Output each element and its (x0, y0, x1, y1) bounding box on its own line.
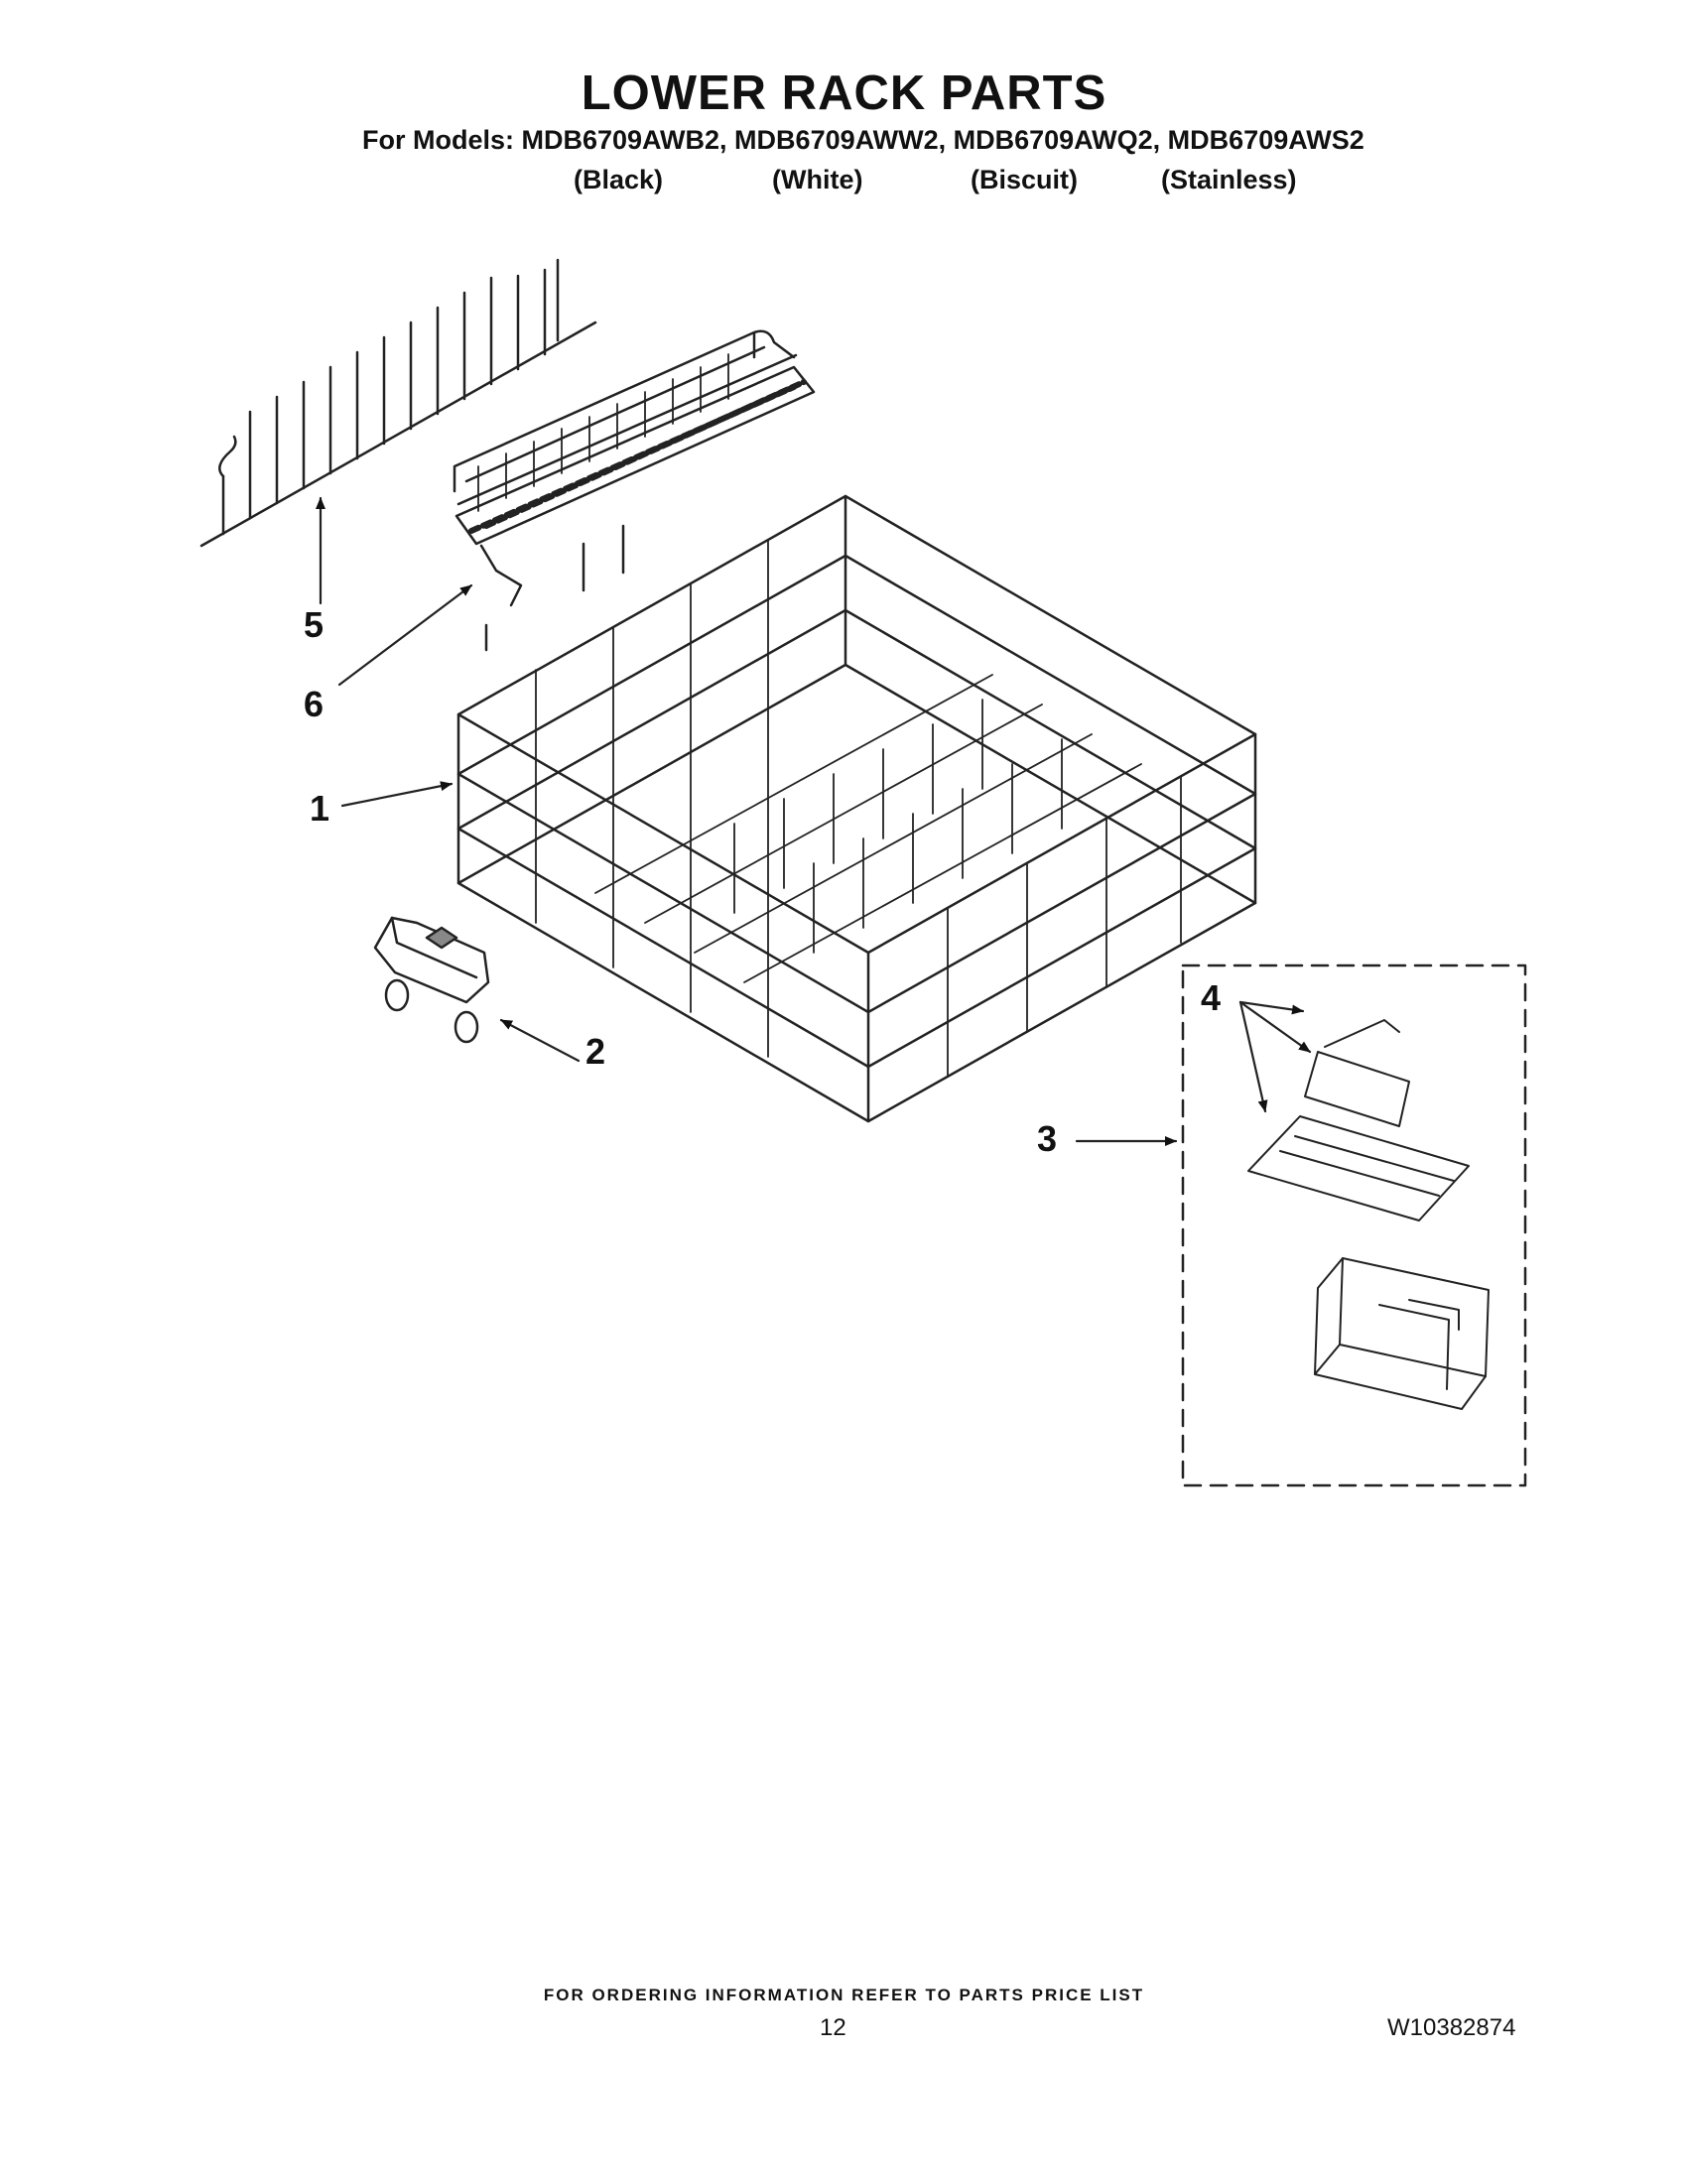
finish-black: (Black) (574, 165, 664, 194)
part-6-folding-tine-rack (453, 329, 816, 652)
finish-biscuit: (Biscuit) (971, 165, 1078, 194)
callout-3: 3 (1037, 1118, 1058, 1159)
part-4-basket-covers (1247, 1019, 1490, 1410)
document-number: W10382874 (1387, 2014, 1516, 2041)
callout-5: 5 (304, 604, 325, 645)
ordering-note: FOR ORDERING INFORMATION REFER TO PARTS … (543, 1986, 1145, 2004)
finish-white: (White) (772, 165, 863, 194)
part-1-lower-rack (456, 494, 1257, 1123)
part-2-wheel-assembly (373, 916, 490, 1044)
models-line: For Models: MDB6709AWB2, MDB6709AWW2, MD… (362, 125, 1364, 155)
callout-4: 4 (1201, 977, 1222, 1018)
callout-6: 6 (304, 684, 325, 724)
part-3-silverware-basket-group (1181, 964, 1527, 1487)
part-5-tine-row (199, 258, 597, 548)
leader-arrows (316, 496, 1312, 1146)
page-number: 12 (820, 2014, 846, 2041)
callout-2: 2 (585, 1031, 606, 1072)
callout-1: 1 (310, 788, 330, 829)
page-title: LOWER RACK PARTS (581, 66, 1107, 120)
finish-stainless: (Stainless) (1161, 165, 1297, 194)
